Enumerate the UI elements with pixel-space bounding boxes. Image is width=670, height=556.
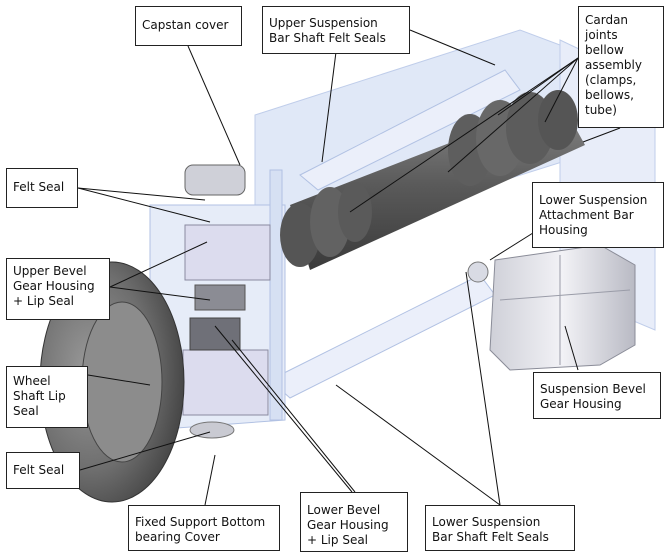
callout-felt-seal-bottom: Felt Seal: [6, 452, 80, 489]
label-suspension-bevel: Suspension Bevel Gear Housing: [540, 382, 646, 411]
bellow-rib: [280, 203, 320, 267]
bellow-rib: [338, 182, 372, 242]
label-cardan-joints: Cardan joints bellow assembly (clamps, b…: [585, 13, 642, 117]
wheel: [39, 261, 185, 503]
label-capstan-cover: Capstan cover: [142, 18, 229, 32]
label-lower-felt-seals: Lower Suspension Bar Shaft Felt Seals: [432, 515, 549, 544]
bellow-rib: [538, 90, 578, 150]
label-lower-attach-housing: Lower Suspension Attachment Bar Housing: [539, 193, 648, 237]
callout-lower-bevel: Lower Bevel Gear Housing + Lip Seal: [300, 492, 408, 552]
label-felt-seal-bottom: Felt Seal: [13, 463, 65, 477]
lower-bevel-housing-shape: [182, 349, 269, 416]
capstan-cover-shape: [184, 164, 246, 196]
callout-lower-attach-housing: Lower Suspension Attachment Bar Housing: [532, 182, 664, 248]
label-fixed-support: Fixed Support Bottom bearing Cover: [135, 515, 266, 544]
callout-wheel-lip-seal: Wheel Shaft Lip Seal: [6, 366, 88, 428]
label-wheel-lip-seal: Wheel Shaft Lip Seal: [13, 374, 66, 418]
callout-fixed-support: Fixed Support Bottom bearing Cover: [128, 505, 280, 551]
callout-upper-felt-seals: Upper Suspension Bar Shaft Felt Seals: [262, 6, 410, 54]
label-upper-bevel: Upper Bevel Gear Housing + Lip Seal: [13, 264, 95, 308]
cardan-bellows: [280, 90, 585, 270]
lower-bearing-stack: [189, 317, 241, 351]
label-lower-bevel: Lower Bevel Gear Housing + Lip Seal: [307, 503, 389, 547]
housing-seam: [499, 289, 631, 301]
frame-tube-left: [269, 169, 283, 421]
callout-capstan-cover: Capstan cover: [135, 6, 242, 46]
vertical-housings: [182, 164, 271, 439]
tire-inner: [81, 301, 163, 463]
callout-suspension-bevel: Suspension Bevel Gear Housing: [533, 372, 661, 419]
upper-bevel-housing-shape: [184, 224, 271, 281]
upper-suspension-bar: [299, 69, 521, 191]
callout-lower-felt-seals: Lower Suspension Bar Shaft Felt Seals: [425, 505, 575, 551]
bottom-cover: [189, 421, 235, 439]
label-upper-felt-seals: Upper Suspension Bar Shaft Felt Seals: [269, 16, 386, 45]
shaft-coupling: [194, 284, 246, 311]
label-felt-seal-top: Felt Seal: [13, 180, 65, 194]
callout-felt-seal-top: Felt Seal: [6, 168, 78, 208]
callout-cardan-joints: Cardan joints bellow assembly (clamps, b…: [578, 6, 664, 128]
suspension-bevel-housing: [467, 244, 636, 371]
attachment-collar: [467, 261, 489, 283]
callout-upper-bevel: Upper Bevel Gear Housing + Lip Seal: [6, 258, 110, 320]
leader-lines: [77, 29, 621, 506]
lower-suspension-bar: [269, 274, 496, 399]
